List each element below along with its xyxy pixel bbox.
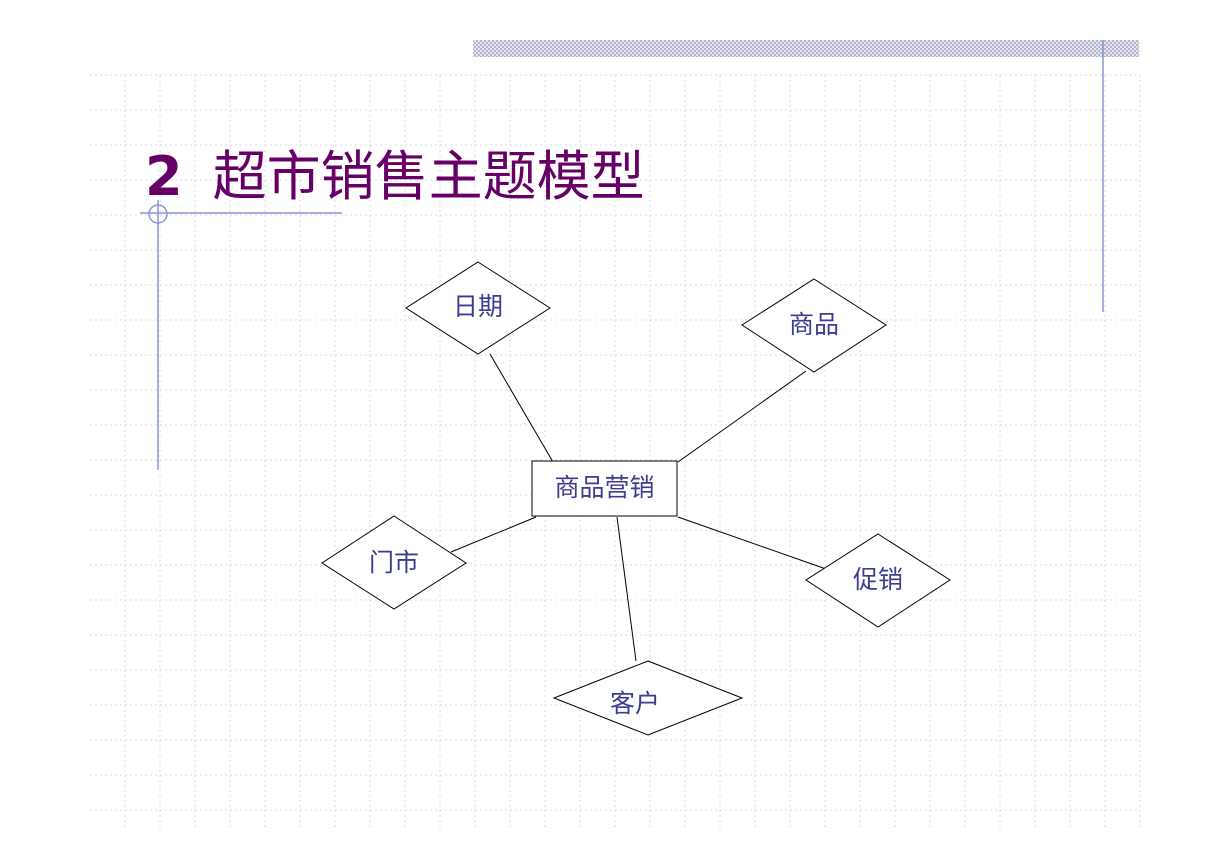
slide-title-number: 2 (145, 145, 183, 208)
dimension-label-product: 商品 (788, 310, 839, 339)
connector-date (489, 353, 554, 463)
diamond-date (405, 261, 551, 355)
center-entity-box (531, 460, 678, 517)
slide-title: 2 超市销售主题模型 (145, 140, 645, 214)
diamond-customer (552, 660, 744, 736)
dimension-label-store: 门市 (368, 548, 419, 577)
top-decorative-band (473, 40, 1139, 57)
connector-customer (616, 516, 637, 662)
connector-store (450, 516, 537, 553)
diamond-promotion (805, 533, 951, 628)
dimension-label-date: 日期 (452, 292, 503, 321)
dimension-label-promotion: 促销 (852, 565, 903, 594)
center-entity-label: 商品营销 (554, 473, 655, 502)
slide-title-text: 超市销售主题模型 (212, 145, 645, 208)
diamond-store (321, 515, 467, 610)
connector-promotion (677, 516, 827, 570)
dimension-label-customer: 客户 (609, 689, 660, 718)
title-bullet-circle (148, 204, 168, 224)
diamond-product (741, 278, 887, 373)
connector-product (677, 370, 807, 463)
